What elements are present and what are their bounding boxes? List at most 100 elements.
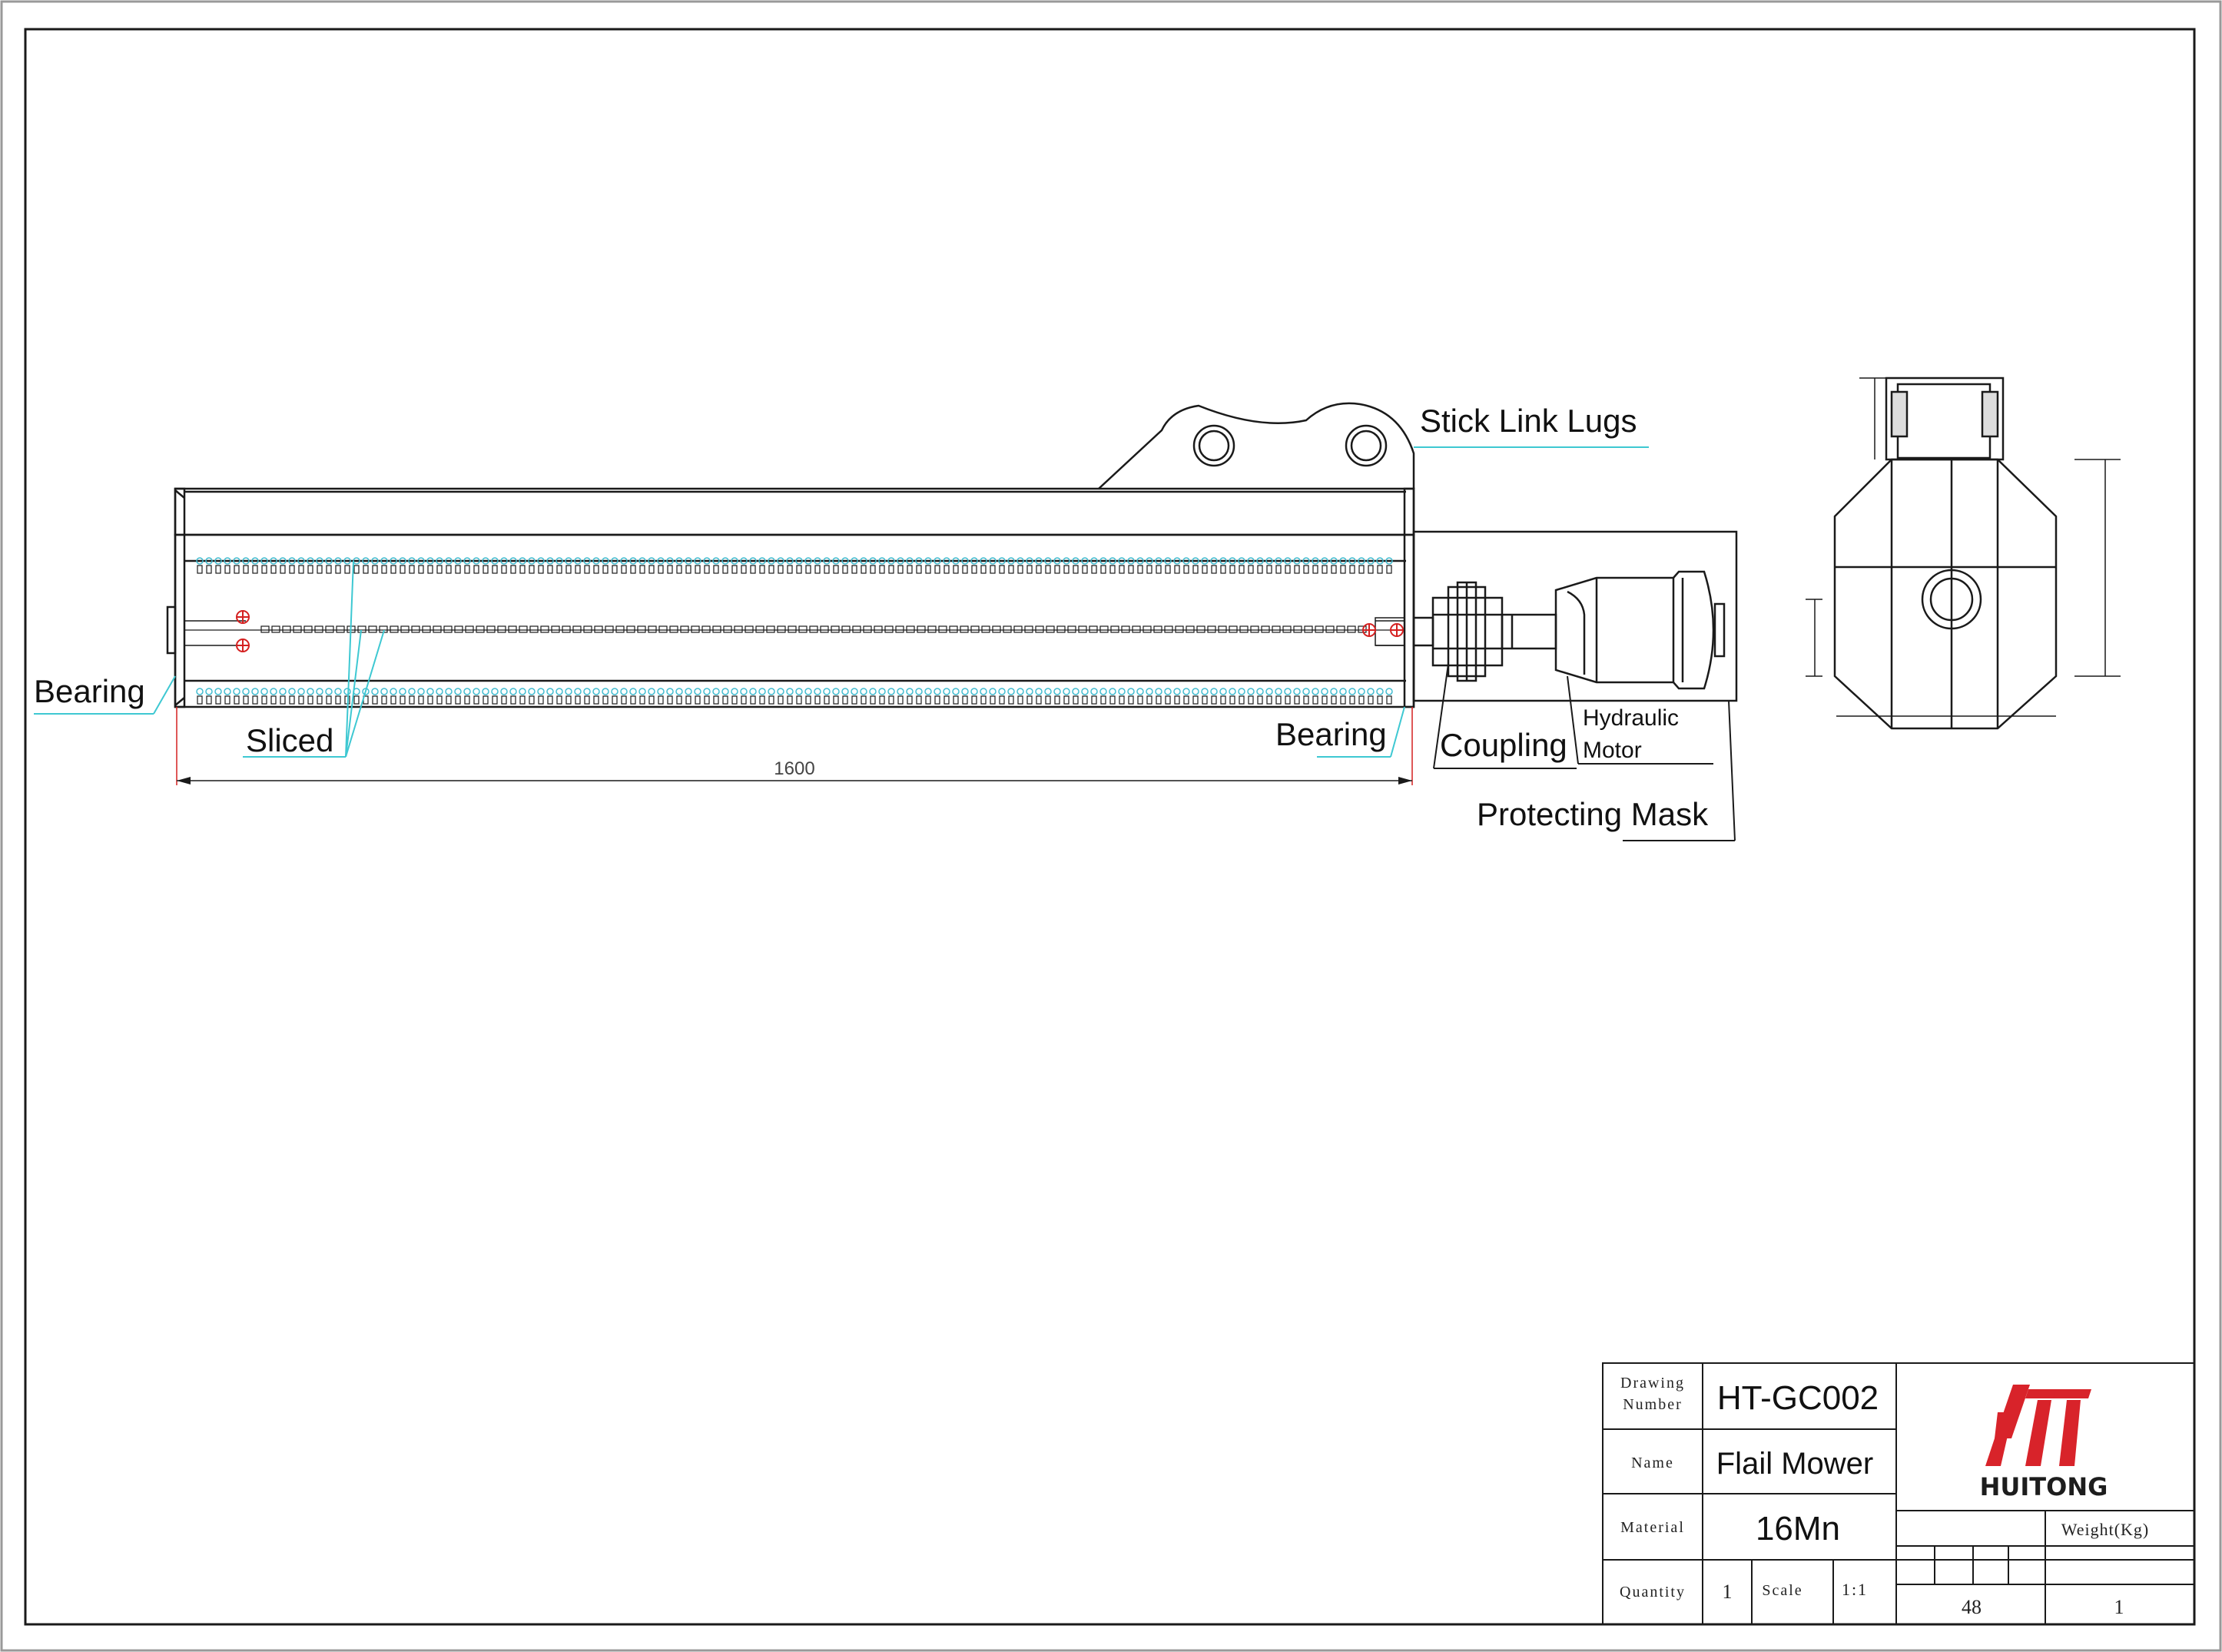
material-value: 16Mn (1756, 1510, 1840, 1548)
flail-blade-tip (1229, 557, 1236, 565)
flail-blade-tip (1358, 688, 1365, 695)
side-view-shaft-inner (1929, 577, 1974, 622)
rotor-slot (508, 625, 517, 633)
weight-label: Weight(Kg) (2061, 1520, 2150, 1539)
flail-blade (409, 695, 415, 705)
flail-blade (925, 565, 931, 574)
flail-blade (1386, 695, 1392, 705)
rotor-slot (1304, 625, 1313, 633)
flail-blade-tip (196, 688, 204, 695)
flail-blade (897, 695, 904, 705)
flail-blade (842, 695, 848, 705)
flail-blade (639, 695, 645, 705)
flail-blade (326, 565, 332, 574)
flail-blade-tip (1136, 557, 1144, 565)
flail-blade (556, 695, 562, 705)
flail-blade-tip (426, 557, 434, 565)
flail-blade-tip (943, 557, 950, 565)
rotor-slot (637, 625, 646, 633)
flail-blade (307, 695, 313, 705)
flail-blade (944, 695, 950, 705)
flail-blade-tip (1044, 688, 1052, 695)
flail-blade (206, 695, 212, 705)
flail-blade-tip (528, 557, 536, 565)
flail-blade (1229, 565, 1235, 574)
flail-blade-tip (887, 688, 895, 695)
flail-blade-tip (648, 688, 655, 695)
flail-blade (372, 695, 378, 705)
rotor-slot (680, 625, 689, 633)
flail-blade-tip (694, 557, 701, 565)
flail-blade-tip (602, 557, 609, 565)
flail-blade-tip (1210, 557, 1218, 565)
rotor-slot (433, 625, 442, 633)
flail-blade-tip (952, 688, 960, 695)
flail-blade (1368, 695, 1374, 705)
flail-blade (1054, 565, 1060, 574)
flail-blade (713, 695, 719, 705)
title-block-text: Drawing Number HT-GC002 Name Flail Mower… (1620, 1375, 2150, 1618)
flail-blade-tip (657, 557, 665, 565)
flail-blade-tip (380, 688, 388, 695)
flail-blade (842, 565, 848, 574)
flail-blade (575, 565, 581, 574)
flail-blade-tip (851, 557, 858, 565)
flail-blade (879, 565, 885, 574)
rotor-slot (884, 625, 894, 633)
flail-blade-tip (768, 557, 775, 565)
flail-blade-tip (1053, 557, 1061, 565)
rotor-slot (357, 625, 366, 633)
flail-blade (1109, 695, 1116, 705)
flail-blade (565, 695, 572, 705)
flail-blade (621, 695, 627, 705)
flail-blade-tip (224, 557, 231, 565)
flail-blade (215, 695, 221, 705)
flail-blade (584, 695, 590, 705)
flail-blade (575, 695, 581, 705)
flail-blade (270, 565, 277, 574)
flail-blade-tip (666, 557, 674, 565)
rotor-slot (368, 625, 377, 633)
rotor-slot (465, 625, 474, 633)
rotor-slot (1347, 625, 1356, 633)
rotor-slot (1175, 625, 1184, 633)
flail-blade-tip (519, 557, 526, 565)
flail-blade-tip (620, 557, 628, 565)
flail-blade-tip (1256, 688, 1264, 695)
flail-blade-tip (592, 688, 600, 695)
flail-blade-tip (454, 557, 462, 565)
flail-blade-tip (1275, 688, 1282, 695)
flail-blade-tip (823, 688, 831, 695)
flail-blade (1183, 565, 1189, 574)
flail-blade-tip (1284, 688, 1292, 695)
drawing-number-value: HT-GC002 (1717, 1379, 1879, 1417)
flail-blade-tip (233, 688, 240, 695)
rotor-slot (422, 625, 431, 633)
flail-blade (298, 565, 304, 574)
flail-blade (1257, 565, 1263, 574)
flail-blade-tip (270, 688, 277, 695)
flail-blade (418, 695, 424, 705)
rotor-slot (917, 625, 926, 633)
flail-blade-tip (915, 557, 923, 565)
flail-blade-tip (1063, 557, 1070, 565)
rotor-slot (303, 625, 313, 633)
flail-blade-tip (777, 557, 784, 565)
flail-blade-tip (233, 557, 240, 565)
drawing-number-label-line2: Number (1623, 1396, 1683, 1413)
rotor-slot (400, 625, 410, 633)
flail-blade (1156, 695, 1162, 705)
flail-blade (980, 565, 987, 574)
flail-blade (1091, 695, 1097, 705)
flail-blade (612, 565, 618, 574)
flail-blade-tip (675, 557, 683, 565)
rotor-slot-row (260, 625, 1367, 633)
flail-blade-tip (638, 557, 646, 565)
flail-blade (556, 565, 562, 574)
material-label: Material (1620, 1519, 1685, 1536)
left-end-plate (174, 487, 186, 708)
flail-blade (1275, 565, 1282, 574)
flail-blade-tip (316, 688, 323, 695)
flail-blade-tip (602, 688, 609, 695)
flail-blade (381, 565, 387, 574)
